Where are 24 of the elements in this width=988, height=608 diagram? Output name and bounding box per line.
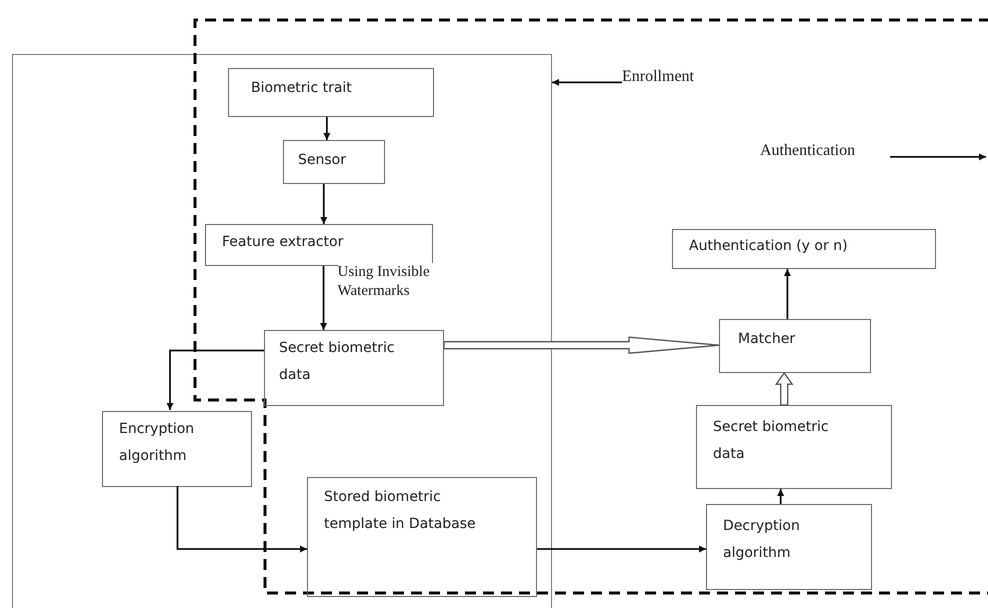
dashed-outline-region [193,18,986,595]
arrow [537,546,706,552]
region-label: Enrollment [622,68,694,86]
hollow-arrow [774,372,794,406]
arrow [323,117,330,140]
hollow-arrow [443,336,720,354]
process-box: Secret biometric data [696,405,892,489]
process-box: Stored biometric template in Database [307,477,537,597]
process-box: Decryption algorithm [706,504,872,590]
process-box: Authentication (y or n) [672,229,936,269]
arrow [890,153,986,160]
process-box: Sensor [283,140,385,184]
arrow [320,266,328,330]
process-box: Matcher [719,319,871,373]
arrow [320,184,328,224]
region-label: Authentication [760,142,856,160]
arrow [777,489,784,504]
arrow [176,486,307,552]
process-box: Biometric trait [228,68,434,117]
process-box: Secret biometric data [264,330,444,406]
arrow [784,269,791,319]
arrow [166,350,264,410]
arrow [552,78,622,86]
process-box: Encryption algorithm [102,411,252,487]
